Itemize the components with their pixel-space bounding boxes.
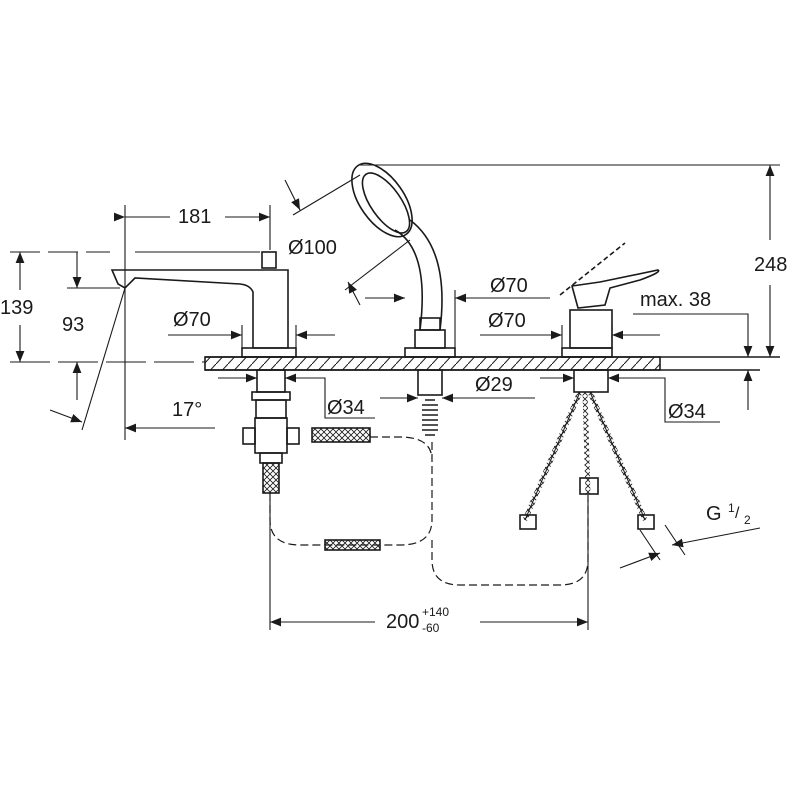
dim-thread-slash: / bbox=[735, 505, 740, 522]
dim-thread-denominator: 2 bbox=[744, 513, 751, 527]
dim-spout-base-diameter: Ø70 bbox=[173, 309, 211, 331]
dimension-lines bbox=[10, 164, 780, 630]
hose-path bbox=[269, 436, 589, 586]
dim-shower-shank-diameter: Ø29 bbox=[475, 374, 513, 396]
dim-shower-base-diameter: Ø70 bbox=[490, 275, 528, 297]
bath-spout bbox=[110, 251, 371, 494]
dim-spout-hole-diameter: Ø34 bbox=[327, 397, 365, 419]
dim-thread-numerator: 1 bbox=[728, 501, 735, 515]
dim-spout-outlet-height: 93 bbox=[62, 314, 85, 336]
deck-surface bbox=[204, 356, 780, 371]
diverter-valve bbox=[519, 242, 660, 530]
dim-max-deck-thickness: max. 38 bbox=[640, 289, 712, 311]
dim-valve-hole-diameter: Ø34 bbox=[668, 401, 706, 423]
dim-thread-g: G bbox=[706, 503, 722, 525]
dim-valve-base-diameter: Ø70 bbox=[488, 310, 526, 332]
dim-spacing-minus: -60 bbox=[422, 621, 440, 635]
hand-shower bbox=[351, 162, 456, 436]
dim-spacing-plus: +140 bbox=[422, 605, 450, 619]
dim-spout-angle: 17° bbox=[172, 399, 203, 421]
dim-spout-length: 181 bbox=[178, 206, 212, 228]
dim-spout-total-height: 139 bbox=[0, 297, 34, 319]
dim-spacing: 200 bbox=[386, 611, 420, 633]
dim-total-height: 248 bbox=[754, 254, 788, 276]
dim-shower-head-diameter: Ø100 bbox=[288, 237, 337, 259]
